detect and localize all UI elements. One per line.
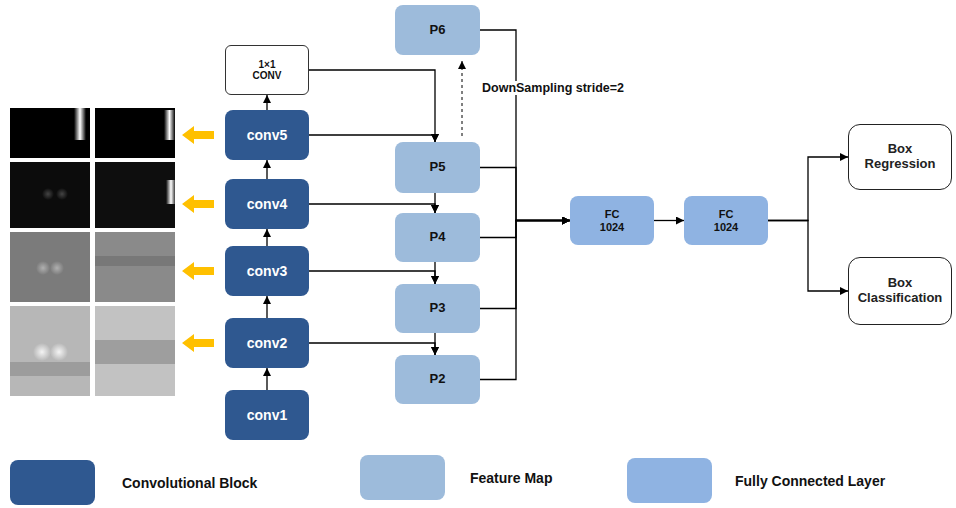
node-label: conv4: [247, 196, 287, 212]
legend-swatch: [10, 460, 95, 505]
feature-dot: [36, 261, 50, 275]
edge-label: DownSampling stride=2: [480, 81, 626, 95]
feature-map: P3: [395, 284, 480, 333]
conv-block: conv4: [225, 179, 309, 229]
feature-band: [95, 256, 175, 266]
node-label: P4: [430, 230, 446, 245]
downsample-arrow: [462, 61, 463, 136]
connector: [480, 221, 570, 380]
fc-layer: FC 1024: [570, 196, 654, 245]
feature-thumb: [95, 232, 175, 302]
output-box: Box Regression: [848, 124, 952, 190]
connector: [768, 221, 848, 292]
connector: [434, 193, 435, 213]
conv-block: conv3: [225, 246, 309, 296]
feature-thumb: [95, 108, 175, 158]
feature-thumb: [95, 306, 175, 396]
node-label: conv3: [247, 263, 287, 279]
connector: [480, 30, 570, 221]
yellow-arrow: [182, 262, 214, 280]
feature-glow: [74, 108, 86, 140]
feature-band: [95, 340, 175, 364]
fc-layer: FC 1024: [684, 196, 768, 245]
feature-map: P2: [395, 355, 480, 404]
feature-dot: [33, 343, 51, 361]
connector: [309, 70, 435, 142]
connector: [309, 135, 435, 142]
node-label: P3: [430, 301, 446, 316]
node-label: P5: [430, 160, 446, 175]
connector: [309, 271, 435, 284]
node-label: Box Regression: [865, 142, 936, 172]
yellow-arrow: [182, 334, 214, 352]
connector: [434, 262, 435, 284]
feature-band: [10, 362, 90, 376]
connector: [309, 343, 435, 355]
output-box: Box Classification: [848, 257, 952, 325]
connector: [480, 221, 570, 238]
node-label: 1×1 CONV: [253, 59, 282, 82]
feature-glow: [166, 180, 176, 204]
connector: [266, 296, 267, 318]
node-label: conv5: [247, 127, 287, 143]
legend-swatch: [360, 455, 445, 500]
connector: [480, 168, 570, 221]
connector: [480, 221, 570, 309]
connector: [266, 229, 267, 246]
node-label: P2: [430, 372, 446, 387]
legend-label: Fully Connected Layer: [735, 473, 885, 489]
node-label: P6: [430, 23, 446, 38]
feature-dot: [42, 188, 54, 200]
connector: [654, 220, 684, 221]
connector: [266, 368, 267, 390]
feature-thumb: [95, 162, 175, 228]
feature-map: P4: [395, 213, 480, 262]
conv-block: conv2: [225, 318, 309, 368]
conv-block: conv5: [225, 110, 309, 160]
connector: [266, 160, 267, 179]
node-label: conv1: [247, 407, 287, 423]
feature-dot: [56, 188, 68, 200]
legend-swatch: [627, 458, 712, 503]
feature-thumb: [10, 108, 90, 158]
yellow-arrow: [182, 126, 214, 144]
connector: [309, 204, 435, 213]
feature-thumb: [10, 162, 90, 228]
yellow-arrow: [182, 195, 214, 213]
conv-1x1-box: 1×1 CONV: [225, 45, 309, 95]
node-label: FC 1024: [714, 208, 738, 233]
feature-thumb: [10, 232, 90, 302]
node-label: Box Classification: [858, 276, 943, 306]
legend-label: Feature Map: [470, 470, 552, 486]
node-label: conv2: [247, 335, 287, 351]
connector: [768, 157, 848, 221]
feature-thumb: [10, 306, 90, 396]
feature-dot: [50, 261, 64, 275]
feature-dot: [50, 343, 68, 361]
conv-block: conv1: [225, 390, 309, 440]
legend-label: Convolutional Block: [122, 475, 257, 491]
feature-map: P5: [395, 142, 480, 193]
feature-glow: [164, 110, 175, 140]
connector: [434, 333, 435, 355]
node-label: FC 1024: [600, 208, 624, 233]
connector: [266, 95, 267, 110]
feature-map: P6: [395, 5, 480, 55]
